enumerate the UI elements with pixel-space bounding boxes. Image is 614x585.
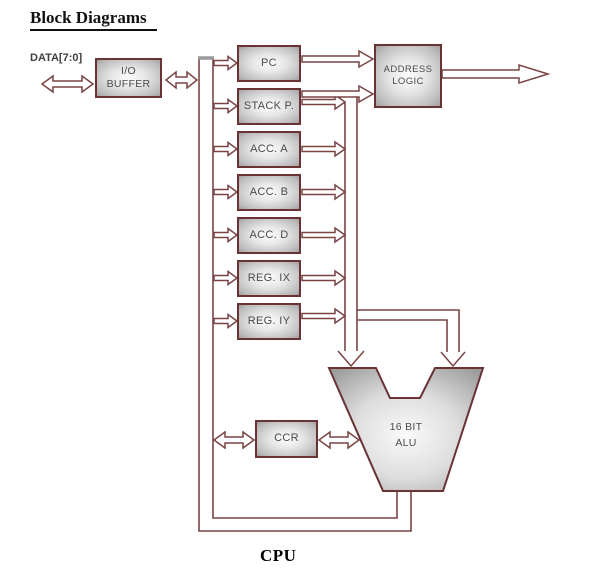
accumulator-d-block: ACC. D [237,217,301,254]
buffer-to-bus-double-arrow-icon [164,70,199,90]
accumulator-a-label: ACC. A [250,142,288,155]
address-logic-label-line2: LOGIC [392,76,424,87]
alu-shape [327,367,485,492]
alu-left-input-arrowhead-icon [337,350,365,368]
alu-label: 16 BIT ALU [356,420,456,452]
stack-input-arrow-icon [213,98,239,114]
stack-pointer-block: STACK P. [237,88,301,125]
index-register-y-label: REG. IY [247,314,291,327]
stack-pointer-label: STACK P. [243,99,295,112]
address-bus-output-arrow-icon [441,63,551,85]
io-buffer-label-line2: BUFFER [106,78,151,90]
acc-d-input-arrow-icon [213,227,239,243]
data-bus-double-arrow-icon [40,74,95,94]
alu-right-bus-line-a [357,309,460,352]
accumulator-b-label: ACC. B [249,185,289,198]
stack-to-address-logic-arrow-icon [301,84,375,104]
stack-to-bus-arrow-icon [301,93,347,111]
feedback-bus-outer-line [198,58,412,532]
alu-label-line1: 16 BIT [389,421,423,433]
reg-iy-input-arrow-icon [213,313,239,329]
acc-a-output-arrow-icon [301,140,347,158]
index-register-y-block: REG. IY [237,303,301,340]
index-register-x-block: REG. IX [237,260,301,297]
accumulator-d-label: ACC. D [249,228,289,241]
reg-ix-input-arrow-icon [213,270,239,286]
page-title: Block Diagrams [30,8,157,31]
feedback-bus-inner-line [212,58,398,519]
pc-register-block: PC [237,45,301,82]
accumulator-a-block: ACC. A [237,131,301,168]
pc-to-address-logic-arrow-icon [301,49,375,69]
pc-input-arrow-icon [213,55,239,71]
io-buffer-label-line1: I/O [121,64,136,77]
alu-right-input-arrowhead-icon [440,351,466,368]
cpu-caption: CPU [260,546,297,565]
acc-a-input-arrow-icon [213,141,239,157]
pc-register-label: PC [261,56,277,69]
alu-right-bus-line-b [357,319,448,352]
reg-iy-output-arrow-icon [301,307,347,325]
ccr-block: CCR [255,420,318,458]
address-logic-label-line1: ADDRESS [383,64,433,76]
ccr-left-double-arrow-icon [212,430,256,450]
reg-ix-output-arrow-icon [301,269,347,287]
acc-b-input-arrow-icon [213,184,239,200]
address-logic-block: ADDRESS LOGIC [374,44,442,108]
accumulator-b-block: ACC. B [237,174,301,211]
io-buffer-block: I/O BUFFER [95,58,162,98]
acc-d-output-arrow-icon [301,226,347,244]
index-register-x-label: REG. IX [247,271,291,284]
data-bus-label: DATA[7:0] [30,52,83,64]
acc-b-output-arrow-icon [301,183,347,201]
ccr-label: CCR [274,432,299,445]
alu-label-line2: ALU [395,436,417,449]
ccr-to-alu-double-arrow-icon [317,430,361,450]
